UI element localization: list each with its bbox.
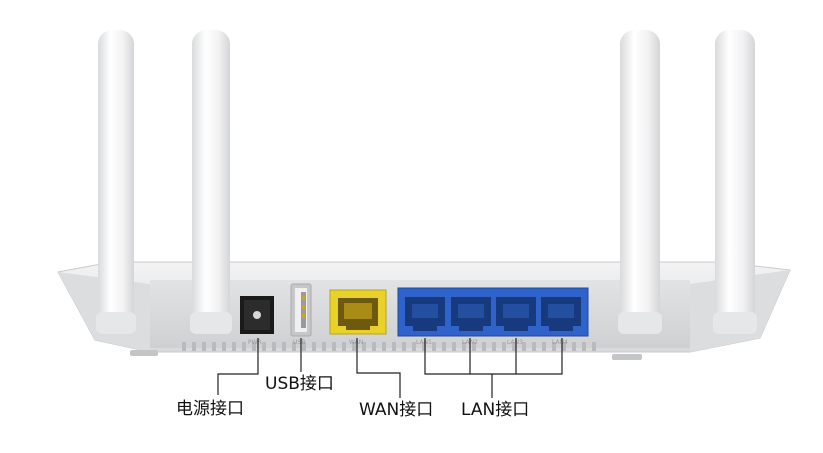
lan-callout: LAN接口 [461,400,530,420]
router-foot-right [612,354,642,360]
lan-port-3-label: LAN3 [507,339,523,346]
antenna-3 [618,30,662,334]
wan-port: WAN [329,289,387,346]
usb-callout: USB接口 [265,374,334,394]
antenna-4 [713,30,757,334]
usb-port: USB [290,283,312,346]
antenna-2 [190,30,232,334]
vent-slots [182,342,596,351]
router-foot-left [130,350,158,356]
lan-port-3 [496,297,536,331]
lan-leader-bracket [424,338,563,375]
power-callout: 电源接口 [176,399,244,419]
power-port-label: PWR [248,339,262,346]
lan-port-4-label: LAN4 [552,339,568,346]
lan-port-1 [405,297,445,331]
power-port: PWR [240,296,274,346]
usb-port-label: USB [293,339,305,346]
antennas [96,30,757,334]
lan-ports: LAN1 LAN2 LAN3 LAN4 [397,287,589,346]
lan-port-1-label: LAN1 [416,339,432,346]
wan-port-label: WAN [349,339,363,346]
power-leader-line [217,338,259,395]
lan-port-4 [541,297,581,331]
leader-lines [217,338,563,398]
antenna-1 [96,30,136,334]
lan-port-2 [451,297,491,331]
wan-leader-line [356,338,401,398]
wan-callout: WAN接口 [359,400,434,420]
